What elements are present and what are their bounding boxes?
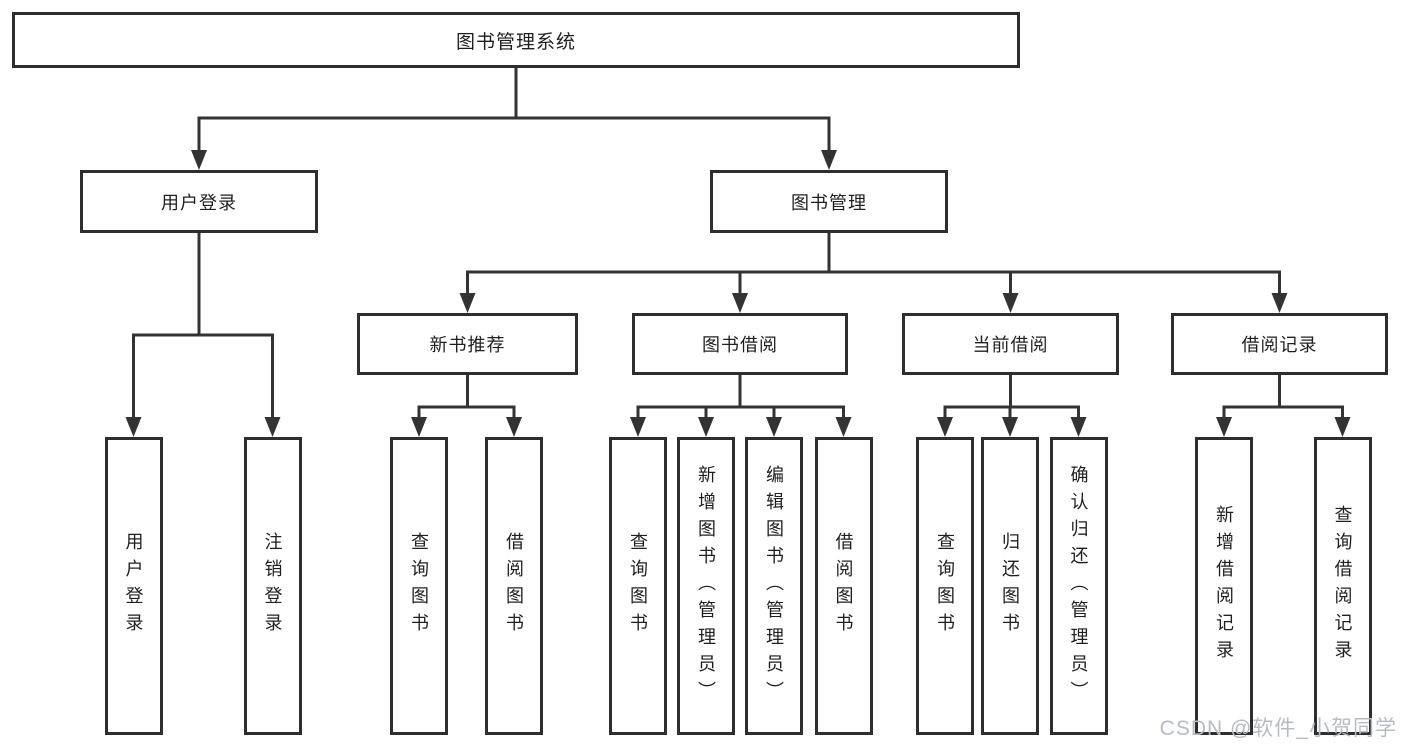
leaf-add-borrow-record: 新增借阅记录: [1195, 437, 1253, 735]
arrowhead: [459, 293, 476, 313]
arrowhead: [766, 417, 782, 437]
arrowhead: [698, 417, 714, 437]
arrowhead: [732, 293, 748, 313]
leaf-confirm-return-admin-label: 确认归还（管理员）: [1068, 464, 1089, 708]
leaf-query-books-current: 查询图书: [916, 437, 974, 735]
arrowhead: [264, 417, 281, 437]
arrowhead: [630, 417, 646, 437]
leaf-confirm-return-admin: 确认归还（管理员）: [1049, 437, 1108, 735]
leaf-edit-book-admin-label: 编辑图书（管理员）: [764, 464, 784, 708]
leaf-logout-label: 注销登录: [262, 532, 283, 640]
node-book-borrowing: 图书借阅: [632, 313, 848, 375]
leaf-query-books-recommend-label: 查询图书: [409, 532, 429, 640]
arrowheads: [125, 150, 1351, 437]
arrowhead: [1334, 417, 1351, 437]
arrowhead: [1070, 417, 1087, 437]
arrowhead: [1271, 293, 1288, 313]
leaf-return-book-label: 归还图书: [1000, 532, 1020, 640]
leaf-query-books-borrowing-label: 查询图书: [628, 532, 648, 640]
leaf-borrow-books: 借阅图书: [814, 437, 873, 735]
node-library-management-system: 图书管理系统: [12, 12, 1020, 68]
node-current-borrowing: 当前借阅: [902, 313, 1119, 375]
leaf-logout: 注销登录: [243, 437, 302, 735]
leaf-query-books-current-label: 查询图书: [935, 532, 955, 640]
tree-edges: [132, 66, 1344, 423]
node-borrowing-records: 借阅记录: [1171, 313, 1388, 375]
leaf-borrow-books-label: 借阅图书: [833, 532, 854, 640]
arrowhead: [125, 417, 142, 437]
leaf-user-login-label: 用户登录: [123, 532, 144, 640]
arrowhead: [1216, 417, 1232, 437]
leaf-user-login: 用户登录: [104, 437, 163, 735]
arrowhead: [191, 150, 207, 170]
watermark-text: CSDN @软件_小贺同学: [1159, 717, 1397, 740]
arrowhead: [821, 150, 837, 170]
arrowhead: [411, 417, 427, 437]
leaf-query-borrow-record-label: 查询借阅记录: [1332, 505, 1353, 667]
leaf-add-book-admin: 新增图书（管理员）: [677, 437, 735, 735]
node-book-management: 图书管理: [710, 170, 948, 233]
node-new-book-recommend: 新书推荐: [357, 313, 578, 375]
leaf-borrow-books-recommend-label: 借阅图书: [504, 532, 524, 640]
node-user-login-branch: 用户登录: [80, 170, 318, 233]
arrowhead: [506, 417, 522, 437]
arrowhead: [835, 417, 852, 437]
leaf-add-book-admin-label: 新增图书（管理员）: [696, 464, 716, 708]
leaf-return-book: 归还图书: [981, 437, 1039, 735]
arrowhead: [937, 417, 953, 437]
leaf-borrow-books-recommend: 借阅图书: [485, 437, 543, 735]
leaf-edit-book-admin: 编辑图书（管理员）: [745, 437, 803, 735]
arrowhead: [1002, 293, 1019, 313]
leaf-query-books-recommend: 查询图书: [390, 437, 448, 735]
leaf-query-borrow-record: 查询借阅记录: [1313, 437, 1372, 735]
arrowhead: [1002, 417, 1018, 437]
leaf-query-books-borrowing: 查询图书: [609, 437, 667, 735]
leaf-add-borrow-record-label: 新增借阅记录: [1214, 505, 1234, 667]
